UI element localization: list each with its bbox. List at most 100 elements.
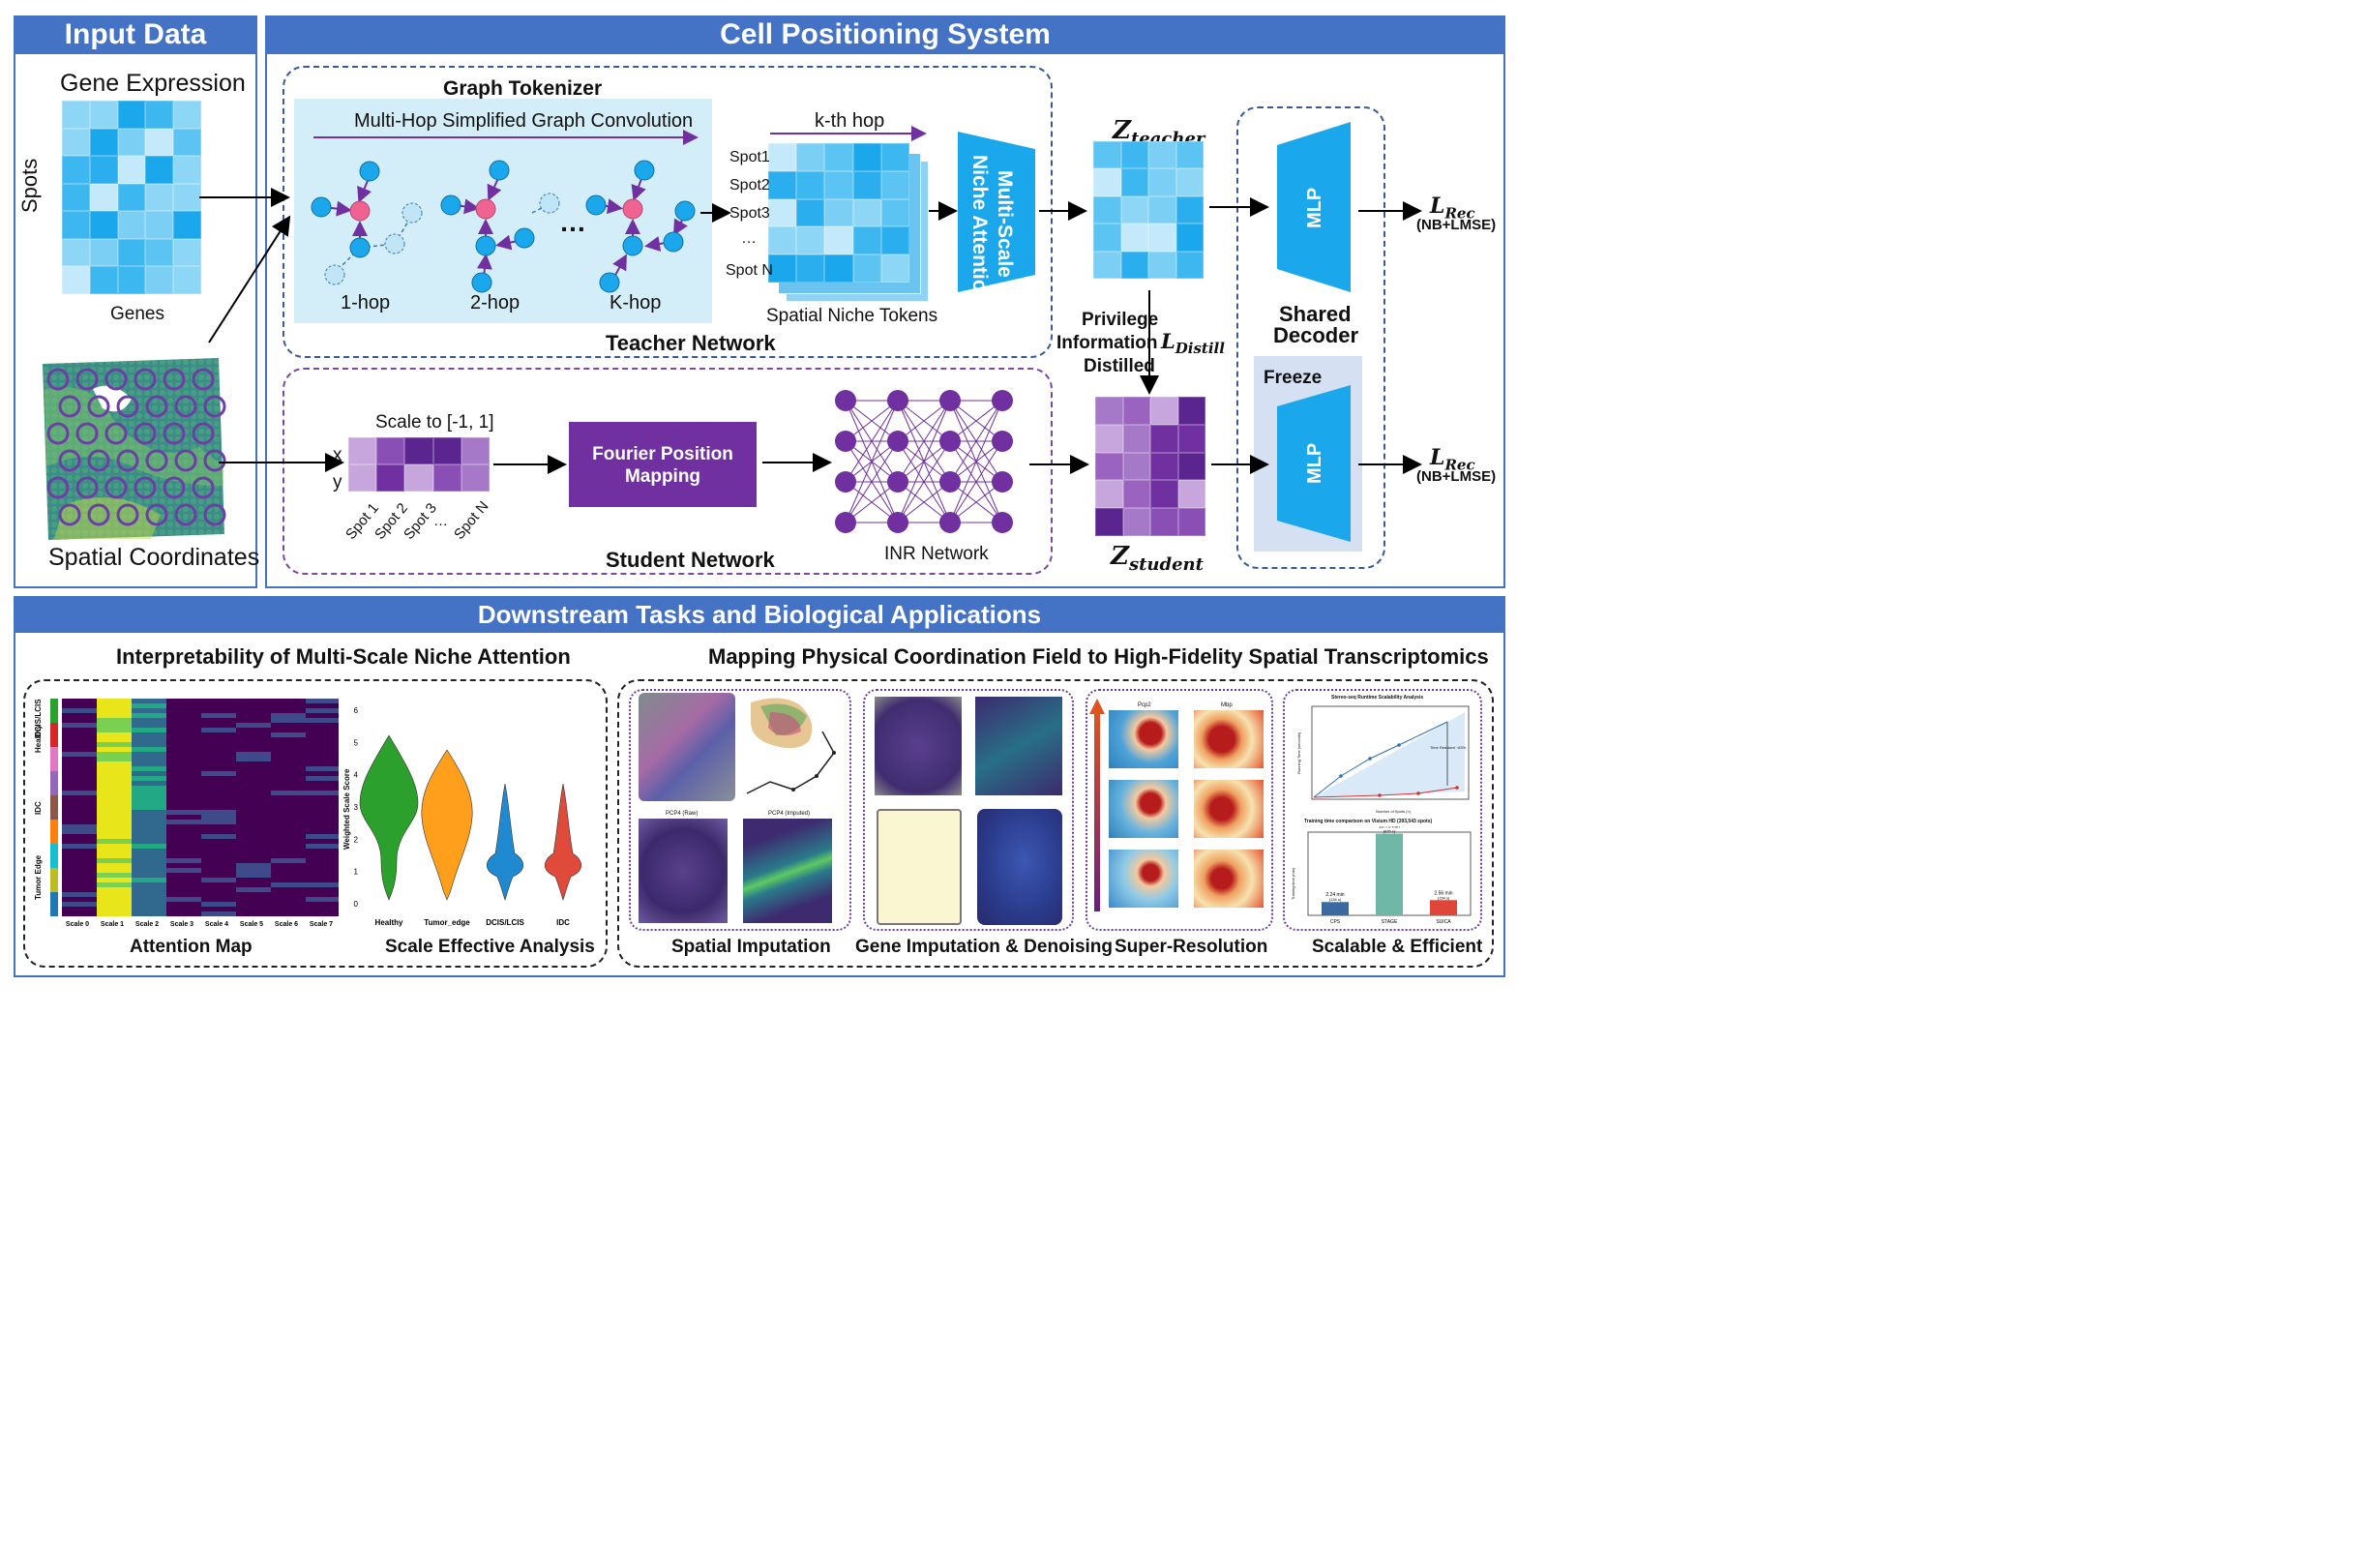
heatmap-cell [166,873,201,878]
heatmap-cell [132,849,166,853]
heatmap-cell [236,911,271,916]
violin-category-label: DCIS/LCIS [486,918,524,927]
heatmap-cell [236,800,271,805]
heatmap-cell [166,781,201,786]
inr-edge [845,400,899,523]
heatmap-cell [236,732,271,737]
heatmap-cell [166,902,201,907]
heatmap-cell [306,868,339,873]
heatmap-cell [271,742,306,747]
heatmap-cell [132,747,166,752]
heatmap-cell [271,728,306,732]
heatmap-cell [166,742,201,747]
matrix-cell [1122,424,1150,453]
heatmap-cell [62,911,97,916]
heatmap-cell [97,858,132,863]
heatmap-cell [201,742,236,747]
spatial-imputation-trajectory [746,698,836,794]
matrix-cell [117,156,146,184]
heatmap-group-bar [50,815,58,820]
scaled-coordinates-matrix [348,437,490,492]
heatmap-cell [97,737,132,742]
heatmap-cell [306,708,339,713]
heatmap-cell [236,849,271,853]
heatmap-cell [97,829,132,834]
heatmap-cell [62,897,97,902]
inr-network-diagram [835,390,1013,533]
spot-circle [203,449,226,472]
heatmap-group-bar [50,699,58,703]
heatmap-cell [166,752,201,757]
freeze-label: Freeze [1264,368,1323,388]
heatmap-cell [132,800,166,805]
heatmap-cell [271,810,306,815]
heatmap-group-bar [50,844,58,849]
heatmap-cell [166,839,201,844]
genes-axis-label: Genes [110,304,164,324]
heatmap-cell [62,887,97,892]
training-bar-value: 2.24 min [1325,892,1344,898]
heatmap-cell [132,742,166,747]
spot-circle [46,422,70,445]
mlp-bottom-block [1277,385,1351,542]
spot-circle [203,395,226,418]
heatmap-cell [132,810,166,815]
heatmap-cell [201,786,236,791]
violin-y-tick: 3 [354,803,359,812]
matrix-cell [824,198,853,227]
token-spot2: Spot2 [729,177,770,194]
spot-circle [75,422,99,445]
matrix-cell [1095,508,1123,536]
matrix-cell [62,128,90,157]
heatmap-cell [236,858,271,863]
heatmap-cell [166,858,201,863]
heatmap-group-bar [50,713,58,718]
spot-circle [163,368,186,391]
heatmap-cell [166,907,201,911]
heatmap-cell [166,800,201,805]
heatmap-cell [62,732,97,737]
spatial-imputation-label: Spatial Imputation [671,937,831,957]
spot-circle [174,395,197,418]
heatmap-cell [132,718,166,723]
matrix-cell [145,156,174,184]
heatmap-cell [271,907,306,911]
heatmap-cell [166,776,201,781]
heatmap-cell [236,805,271,810]
heatmap-cell [201,878,236,882]
heatmap-group-bar [50,703,58,708]
heatmap-cell [236,829,271,834]
heatmap-cell [306,892,339,897]
heatmap-cell [271,863,306,868]
heatmap-cell [97,791,132,795]
heatmap-cell [132,791,166,795]
inr-edge [845,400,899,442]
heatmap-cell [201,907,236,911]
matrix-cell [1095,480,1123,509]
runtime-time-reduced: Time Reduced ~83% [1430,745,1467,750]
heatmap-cell [271,781,306,786]
heatmap-cell [132,853,166,858]
heatmap-group-bar [50,834,58,839]
heatmap-cell [201,873,236,878]
heatmap-column-label: Scale 5 [239,921,264,928]
heatmap-cell [62,742,97,747]
heatmap-cell [271,815,306,820]
heatmap-cell [132,868,166,873]
spot-circle [58,395,81,418]
heatmap-cell [62,791,97,795]
heatmap-group-bar [50,824,58,829]
heatmap-cell [97,907,132,911]
heatmap-cell [201,723,236,728]
matrix-cell [768,143,797,171]
heatmap-cell [271,805,306,810]
matrix-cell [1150,508,1178,536]
heatmap-cell [166,757,201,762]
heatmap-cell [97,757,132,762]
heatmap-group-bar [50,858,58,863]
heatmap-cell [201,699,236,703]
heatmap-cell [132,882,166,887]
heatmap-group-bar [50,863,58,868]
heatmap-cell [271,732,306,737]
